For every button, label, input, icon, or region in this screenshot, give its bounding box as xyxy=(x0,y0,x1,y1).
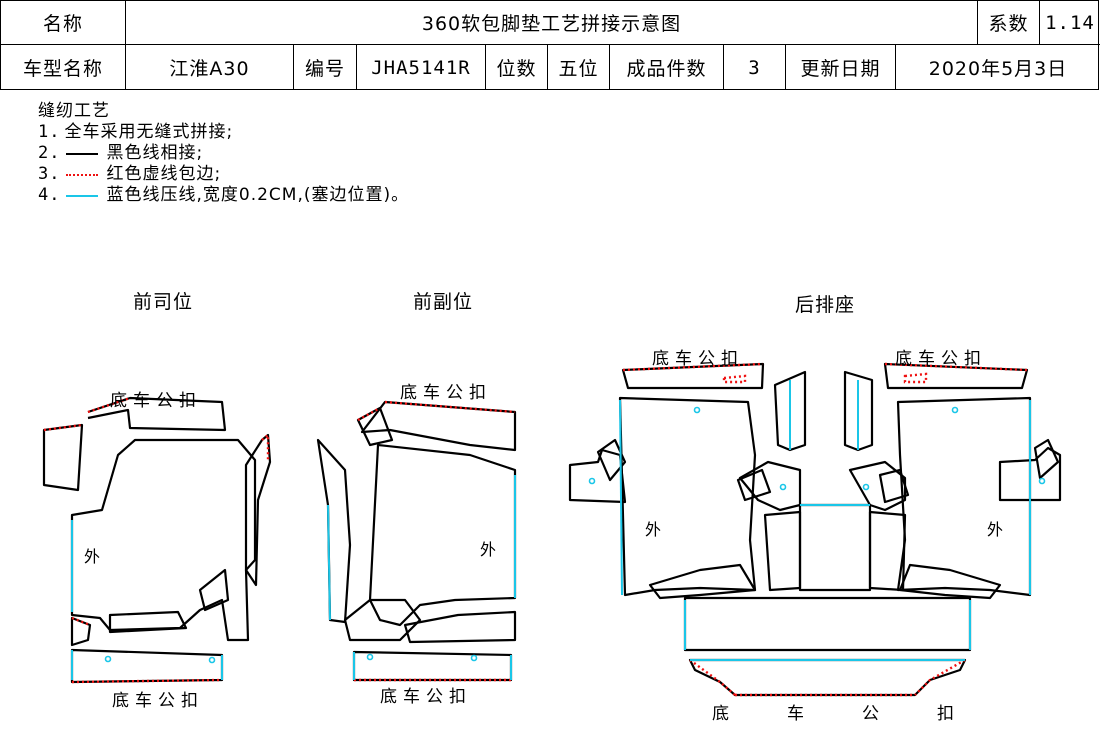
driver-mat xyxy=(42,396,272,684)
passenger-bottom-strip xyxy=(352,650,513,682)
note-number: 4. xyxy=(38,185,61,205)
rear-right-pillar xyxy=(843,370,874,452)
rear-left-outer-small xyxy=(596,438,627,482)
rear-right-outer-mark: 外 xyxy=(987,520,1005,539)
rear-right-clip-label: 底车公扣 xyxy=(895,349,987,369)
passenger-bottom-right xyxy=(403,610,517,644)
rear-bottom-strip xyxy=(688,658,967,697)
coef-label: 系数 xyxy=(978,1,1040,45)
note-number: 2. xyxy=(38,143,61,163)
note-item: 4. 蓝色线压线,宽度0.2CM,(塞边位置)。 xyxy=(38,185,409,206)
rear-center-right-hump xyxy=(848,460,907,512)
rear-right-bottom-wing xyxy=(898,563,1002,600)
model-label: 车型名称 xyxy=(1,45,126,90)
red-dotted-swatch xyxy=(66,173,99,176)
pieces-value: 3 xyxy=(724,45,786,90)
clip-hole-markers xyxy=(104,406,1046,664)
rear-left-bottom-wing xyxy=(648,563,757,600)
rear-left-pillar xyxy=(773,370,807,452)
rear-center-tunnel xyxy=(798,503,872,592)
date-label: 更新日期 xyxy=(786,45,896,90)
name-label: 名称 xyxy=(1,1,126,45)
passenger-top-clip-label: 底车公扣 xyxy=(400,383,492,403)
model-value: 江淮A30 xyxy=(126,45,294,90)
rear-bottom-bar xyxy=(683,596,972,652)
driver-bottom-left xyxy=(70,616,92,647)
driver-outer-mark: 外 xyxy=(84,547,102,566)
rear-left-side-flap xyxy=(568,448,627,504)
passenger-main-pad xyxy=(368,443,517,627)
driver-left-flap xyxy=(42,423,84,492)
rear-bottom-clip-label: 底车公扣 xyxy=(712,704,1012,724)
notes-title: 缝纫工艺 xyxy=(38,101,110,121)
header-table: 名称 360软包脚垫工艺拼接示意图 系数 1.14 车型名称 江淮A30 编号 … xyxy=(0,0,1100,90)
coef-value: 1.14 xyxy=(1040,1,1100,45)
note-text: 黑色线相接; xyxy=(106,143,204,163)
driver-right-strip xyxy=(244,433,272,587)
code-label: 编号 xyxy=(294,45,357,90)
rear-left-clip-label: 底车公扣 xyxy=(652,349,744,369)
note-number: 3. xyxy=(38,164,61,184)
rear-center-left-leg xyxy=(763,510,802,592)
seats-value: 五位 xyxy=(548,45,610,90)
black-line-swatch xyxy=(66,152,99,155)
note-item: 1. 全车采用无缝式拼接; xyxy=(38,122,409,143)
rear-center-left-small xyxy=(736,468,772,502)
rear-left-top-strip xyxy=(621,362,765,390)
passenger-outer-mark: 外 xyxy=(480,540,498,559)
note-item: 2. 黑色线相接; xyxy=(38,143,409,164)
blue-line-swatch xyxy=(66,194,99,197)
seats-label: 位数 xyxy=(486,45,548,90)
sewing-notes: 缝纫工艺 1. 全车采用无缝式拼接; 2. 黑色线相接; 3. 红色虚线包边; … xyxy=(38,101,409,206)
sheet-title: 360软包脚垫工艺拼接示意图 xyxy=(126,1,978,45)
passenger-left-strip xyxy=(316,438,352,624)
rear-section-title: 后排座 xyxy=(795,294,856,316)
note-text: 蓝色线压线,宽度0.2CM,(塞边位置)。 xyxy=(106,185,410,205)
rear-right-outer-small xyxy=(1033,438,1060,480)
passenger-heel-pad xyxy=(343,598,422,642)
driver-bottom-clip-label: 底车公扣 xyxy=(112,691,204,711)
rear-center-right-small xyxy=(878,468,910,504)
driver-section-title: 前司位 xyxy=(133,291,194,313)
blue-press-lines xyxy=(71,380,1031,680)
date-value: 2020年5月3日 xyxy=(928,58,1068,80)
rear-center-left-hump xyxy=(738,460,802,512)
rear-right-side-flap xyxy=(998,446,1062,502)
passenger-section-title: 前副位 xyxy=(413,291,474,313)
code-value: JHA5141R xyxy=(357,45,486,90)
note-item: 3. 红色虚线包边; xyxy=(38,164,409,185)
passenger-top-piece xyxy=(360,400,517,452)
red-edge-binding xyxy=(43,362,1028,697)
rear-left-outer-mark: 外 xyxy=(645,520,663,539)
note-number: 1. xyxy=(38,122,61,142)
rear-right-top-strip xyxy=(883,362,1029,390)
driver-top-piece xyxy=(87,396,227,432)
driver-main-pad xyxy=(70,438,257,642)
driver-top-clip-label: 底车公扣 xyxy=(110,391,202,411)
passenger-bottom-clip-label: 底车公扣 xyxy=(380,687,472,707)
driver-bottom-strip xyxy=(70,648,224,684)
pieces-label: 成品件数 xyxy=(610,45,724,90)
driver-inner-heel xyxy=(108,610,188,634)
note-text: 全车采用无缝式拼接; xyxy=(64,122,234,142)
note-text: 红色虚线包边; xyxy=(106,164,222,184)
driver-accelerator-area xyxy=(198,568,230,612)
